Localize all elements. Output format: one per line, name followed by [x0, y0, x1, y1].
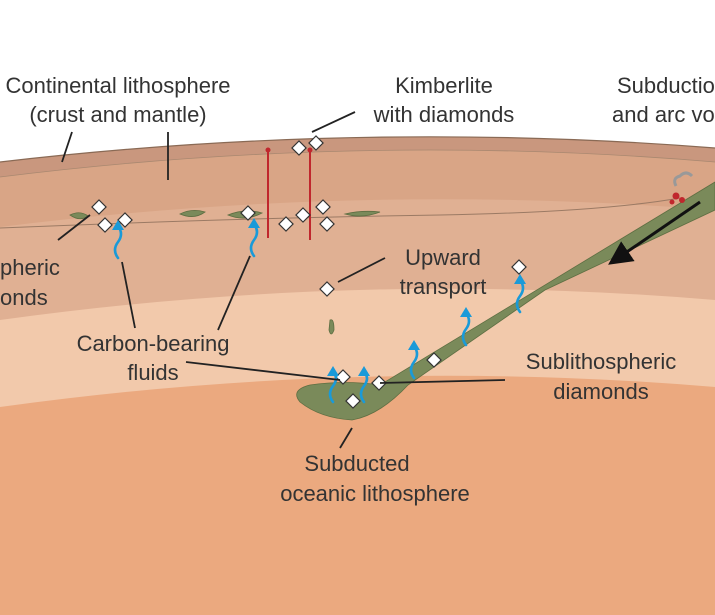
kimberlite-pipe-icon	[307, 147, 313, 240]
subducted-oceanic-label: Subducted	[304, 451, 409, 476]
carbon-fluids-label-sub: fluids	[127, 360, 178, 385]
diamond-icon	[315, 199, 331, 215]
diamond-icon	[371, 375, 387, 391]
diamond-icon	[319, 281, 335, 297]
diamond-icon	[91, 199, 107, 215]
slab-flow-arrow-icon	[608, 200, 701, 265]
melt-blob	[179, 210, 206, 217]
diamond-icon	[319, 216, 335, 232]
fluid-arrow-icon	[408, 340, 420, 380]
kimberlite-label: Kimberlite	[395, 73, 493, 98]
diamond-icon	[511, 259, 527, 275]
fluid-arrow-icon	[248, 218, 260, 258]
continental-lithosphere-label-sub: (crust and mantle)	[29, 102, 206, 127]
diamond-icon	[291, 140, 307, 156]
crust-boundary-line	[0, 136, 715, 163]
sublithospheric-diamonds-label: Sublithospheric	[526, 349, 676, 374]
melt-blob	[328, 319, 335, 335]
continental-crust-layer	[0, 136, 715, 177]
lithospheric-diamonds-label: pheric	[0, 255, 60, 280]
melt-blob	[343, 210, 381, 217]
transition-zone-layer	[0, 286, 715, 407]
diamond-icon	[97, 217, 113, 233]
fluid-arrow-icon	[112, 220, 124, 260]
diamond-icon	[240, 205, 256, 221]
diamond-icon	[278, 216, 294, 232]
fluid-arrow-icon	[327, 366, 339, 404]
carbon-fluids-label: Carbon-bearing	[77, 331, 230, 356]
sublithospheric-diamonds-label-sub: diamonds	[553, 379, 648, 404]
fluid-arrow-icon	[514, 274, 526, 314]
kimberlite-pipe-icon	[265, 147, 271, 238]
diamonds-group	[91, 135, 527, 409]
fluid-arrow-icon	[358, 366, 370, 404]
upward-transport-label-sub: transport	[400, 274, 487, 299]
subduction-arc-label: Subductio	[617, 73, 715, 98]
kimberlite-label-sub: with diamonds	[373, 102, 515, 127]
diamond-icon	[308, 135, 324, 151]
fluid-arrow-icon	[460, 307, 472, 347]
leader-lines	[57, 111, 506, 449]
diamond-icon	[117, 212, 133, 228]
subduction-arc-label-sub: and arc vo	[612, 102, 715, 127]
lithospheric-mantle-layer	[0, 148, 715, 227]
diamond-icon	[295, 207, 311, 223]
upward-transport-label: Upward	[405, 245, 481, 270]
fluid-arrows-group	[112, 218, 526, 404]
subducted-oceanic-label-sub: oceanic lithosphere	[280, 481, 470, 506]
moho-line	[0, 149, 715, 178]
volcano-icon	[669, 171, 694, 205]
asthenosphere-layer	[0, 197, 715, 320]
diamond-icon	[426, 352, 442, 368]
diamond-icon	[345, 393, 361, 409]
lower-mantle-layer	[0, 373, 715, 615]
lithospheric-diamonds-label-sub: onds	[0, 285, 48, 310]
continental-lithosphere-label: Continental lithosphere	[5, 73, 230, 98]
lithosphere-base-line	[0, 197, 681, 229]
